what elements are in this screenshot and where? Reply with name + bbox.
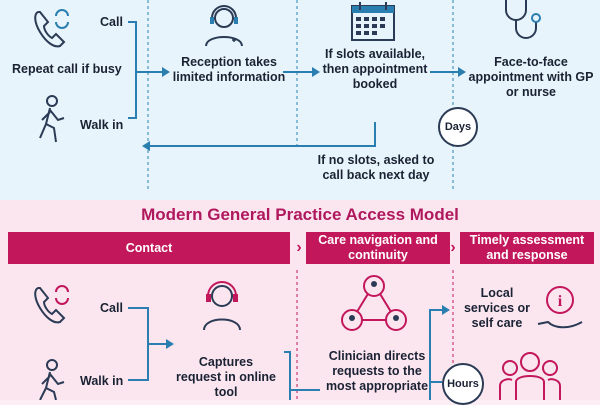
arrow-head bbox=[458, 67, 466, 77]
face-to-face-label: Face-to-face appointment with GP or nurs… bbox=[468, 55, 594, 99]
captures-label: Captures request in online tool bbox=[176, 355, 277, 399]
walk-in-label: Walk in bbox=[80, 374, 124, 388]
bracket-line bbox=[128, 21, 137, 119]
chevron-right-icon: › bbox=[296, 239, 302, 256]
phone-icon bbox=[34, 9, 69, 48]
clinicians-group-icon bbox=[499, 352, 561, 400]
arrow-head bbox=[442, 305, 450, 315]
phone-icon bbox=[34, 285, 69, 324]
hours-badge: Hours bbox=[442, 363, 484, 405]
call-label: Call bbox=[100, 15, 123, 29]
arrow-head bbox=[312, 67, 320, 77]
days-badge: Days bbox=[438, 107, 478, 147]
arrow-head bbox=[142, 141, 150, 151]
receptionist-headset-icon bbox=[205, 5, 243, 47]
walking-person-icon bbox=[39, 95, 65, 143]
walk-in-label: Walk in bbox=[80, 118, 124, 132]
call-label: Call bbox=[100, 301, 123, 315]
hand-info-icon: i bbox=[537, 286, 583, 329]
clinician-label: Clinician directs requests to the most a… bbox=[325, 349, 429, 393]
no-slots-label: If no slots, asked to call back next day bbox=[317, 153, 435, 182]
arrow-head bbox=[162, 67, 170, 77]
calendar-icon bbox=[351, 2, 395, 41]
arrow-head bbox=[166, 339, 174, 349]
page-title: Modern General Practice Access Model bbox=[141, 205, 459, 224]
return-line bbox=[148, 122, 376, 147]
arrow-line bbox=[429, 309, 442, 400]
walking-person-icon bbox=[39, 359, 65, 400]
slots-label: If slots available, then appointment boo… bbox=[322, 47, 428, 91]
network-people-icon bbox=[341, 275, 407, 331]
current-model-panel bbox=[0, 0, 600, 200]
stethoscope-icon bbox=[505, 0, 541, 39]
receptionist-headset-icon bbox=[203, 281, 241, 331]
chevron-right-icon: › bbox=[450, 239, 456, 256]
band-timely-assessment: Timely assessment and response bbox=[460, 232, 594, 264]
local-services-label: Local services or self care bbox=[463, 286, 531, 330]
bracket-line bbox=[128, 307, 149, 381]
svg-text:i: i bbox=[558, 293, 563, 310]
band-care-navigation: Care navigation and continuity bbox=[306, 232, 450, 264]
reception-label: Reception takes limited information bbox=[172, 55, 286, 84]
arrow-line bbox=[284, 351, 291, 400]
repeat-call-label: Repeat call if busy bbox=[12, 62, 122, 76]
band-contact: Contact bbox=[8, 232, 290, 264]
